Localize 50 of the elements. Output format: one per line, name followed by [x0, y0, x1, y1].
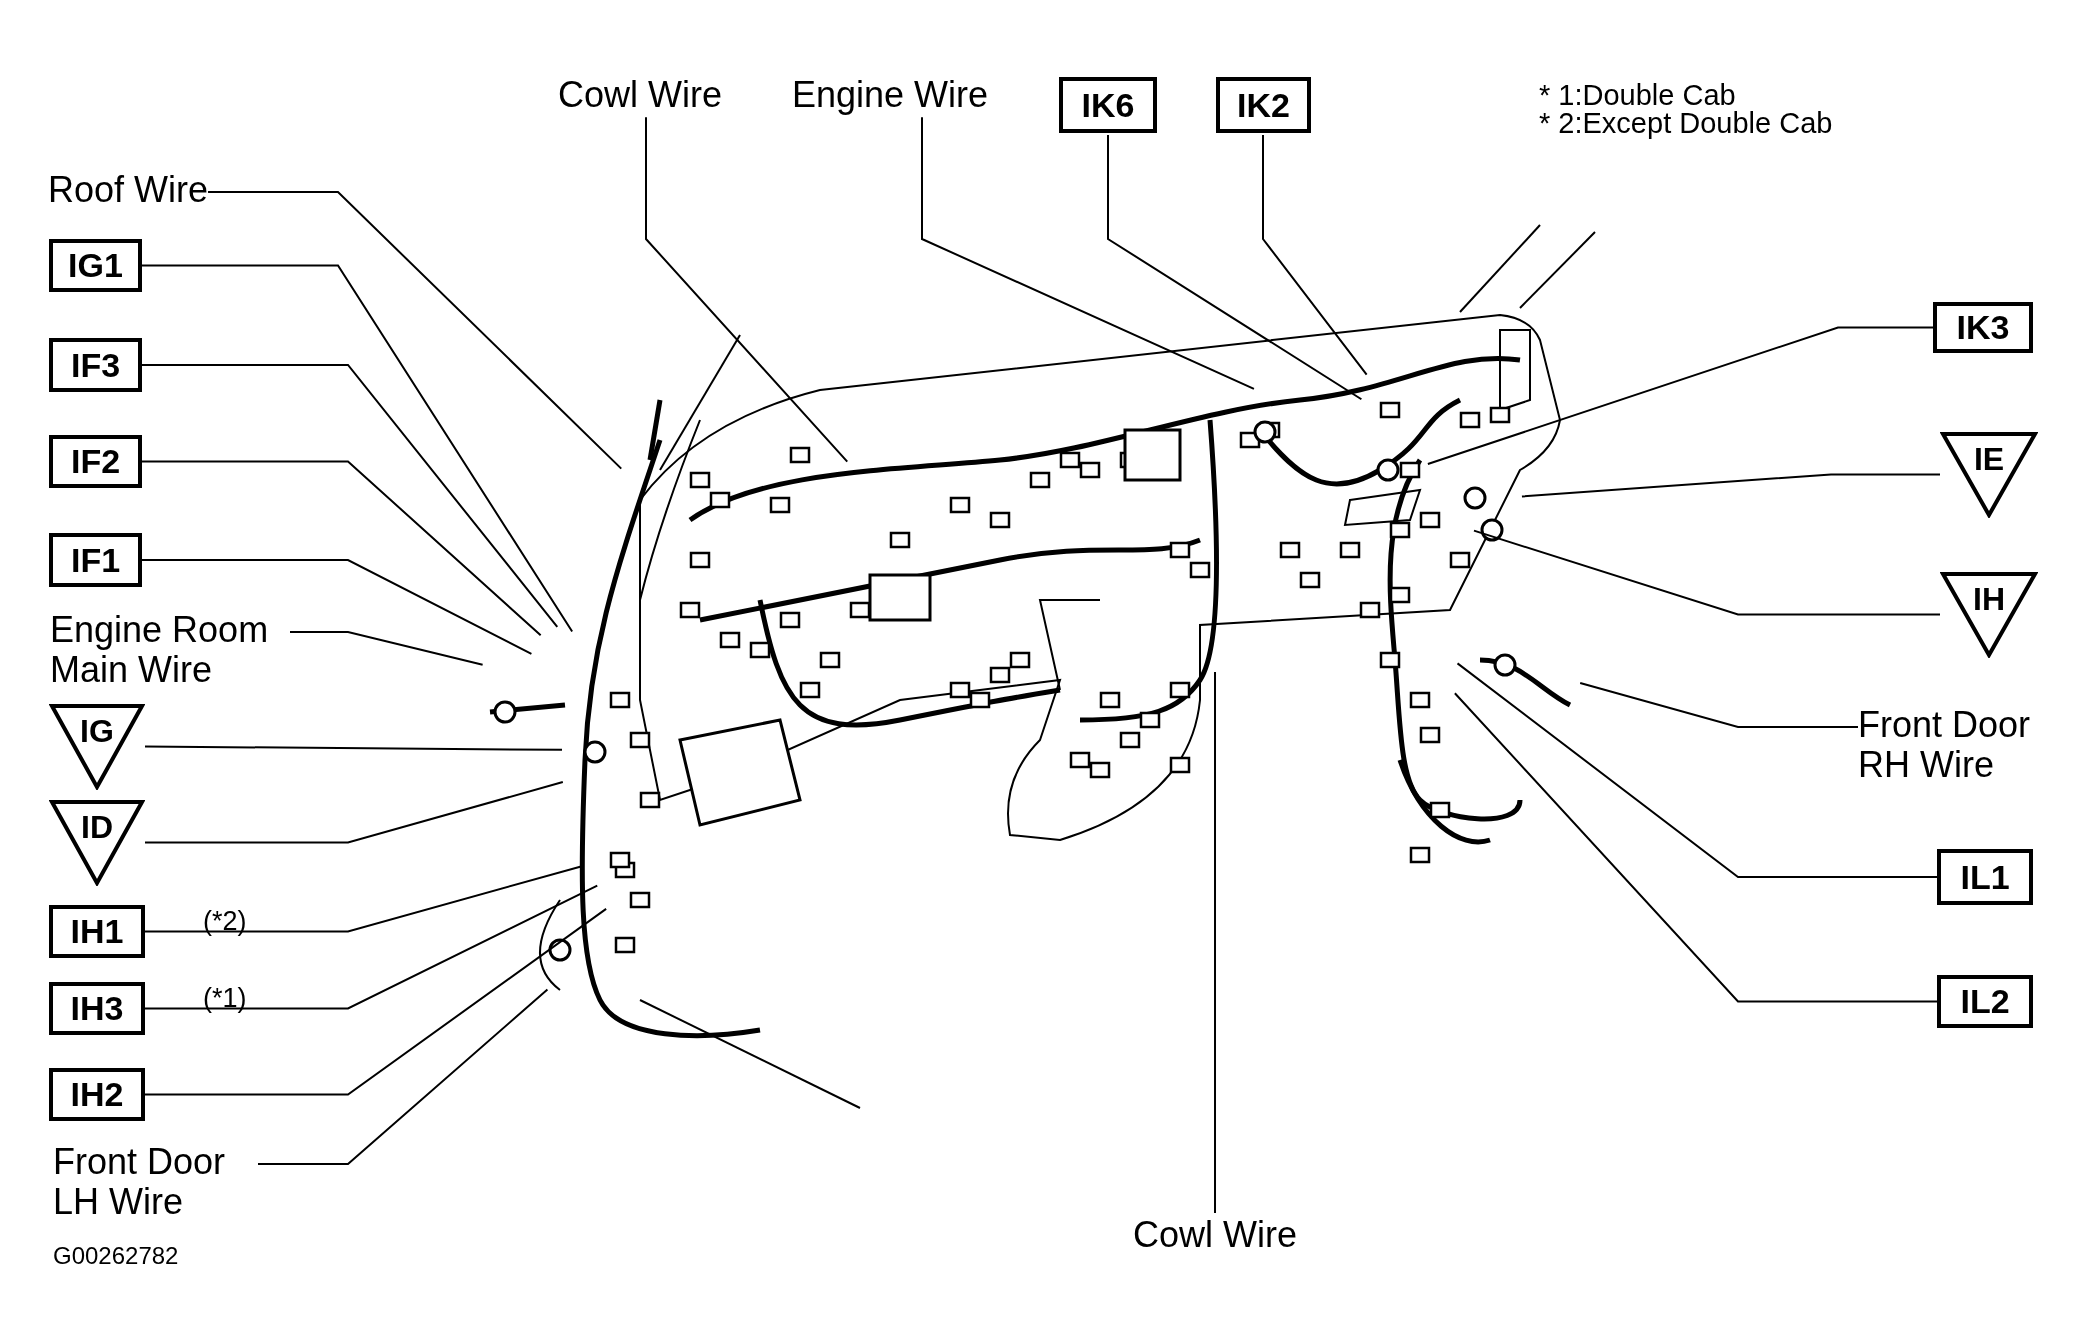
leader-line — [141, 364, 559, 628]
ground-point-triangle: IG — [49, 703, 145, 790]
ground-point-triangle: IE — [1940, 431, 2038, 518]
leader-line — [1214, 671, 1216, 1214]
figure-id-text: G00262782 — [53, 1243, 179, 1270]
connector-code-box: IF1 — [49, 533, 142, 587]
leader-line — [207, 191, 623, 470]
leader-line — [1520, 473, 1941, 498]
leader-line — [1262, 134, 1368, 376]
connector-code-box: IK2 — [1216, 77, 1311, 133]
leader-line — [1579, 681, 1859, 728]
connector-code-box: IF2 — [49, 435, 142, 488]
leader-line — [1472, 529, 1941, 616]
wire-label: Cowl Wire — [1133, 1215, 1297, 1256]
leader-line — [257, 988, 549, 1165]
leader-line — [144, 780, 564, 844]
wire-label: Cowl Wire — [558, 75, 722, 116]
ground-point-triangle: IH — [1940, 571, 2038, 658]
note-text: (*2) — [203, 907, 247, 937]
leader-line — [144, 745, 563, 751]
leader-line — [144, 907, 608, 1096]
footnote-text: * 2:Except Double Cab — [1539, 108, 1833, 140]
connector-code-box: IH1 — [49, 905, 145, 958]
connector-code-box: IH3 — [49, 982, 145, 1035]
wire-label: Engine Room Main Wire — [50, 610, 290, 691]
footnote-text: * 1:Double Cab — [1539, 80, 1736, 111]
wire-label: Front Door RH Wire — [1858, 705, 2063, 786]
wire-label: Roof Wire — [48, 170, 209, 211]
leader-line — [1426, 326, 1934, 466]
leader-line — [141, 460, 542, 637]
leader-line — [921, 116, 1255, 390]
leader-line — [1456, 662, 1938, 878]
leader-line — [144, 884, 599, 1010]
connector-code-box: IH2 — [49, 1068, 145, 1121]
connector-code-box: IL2 — [1937, 975, 2033, 1028]
leader-line — [141, 559, 533, 655]
leader-line — [141, 264, 574, 633]
leader-line — [1107, 134, 1363, 401]
wire-label: Front Door LH Wire — [53, 1142, 258, 1223]
wire-label: Engine Wire — [792, 75, 989, 116]
connector-code-box: IK3 — [1933, 302, 2033, 353]
leader-line — [645, 116, 849, 463]
connector-code-box: IG1 — [49, 239, 142, 292]
note-text: (*1) — [203, 984, 247, 1014]
connector-code-box: IK6 — [1059, 77, 1157, 133]
ground-point-triangle: ID — [49, 799, 145, 886]
leader-line — [289, 631, 484, 666]
connector-code-box: IL1 — [1937, 849, 2033, 905]
leader-line — [1453, 692, 1938, 1003]
connector-code-box: IF3 — [49, 338, 142, 392]
